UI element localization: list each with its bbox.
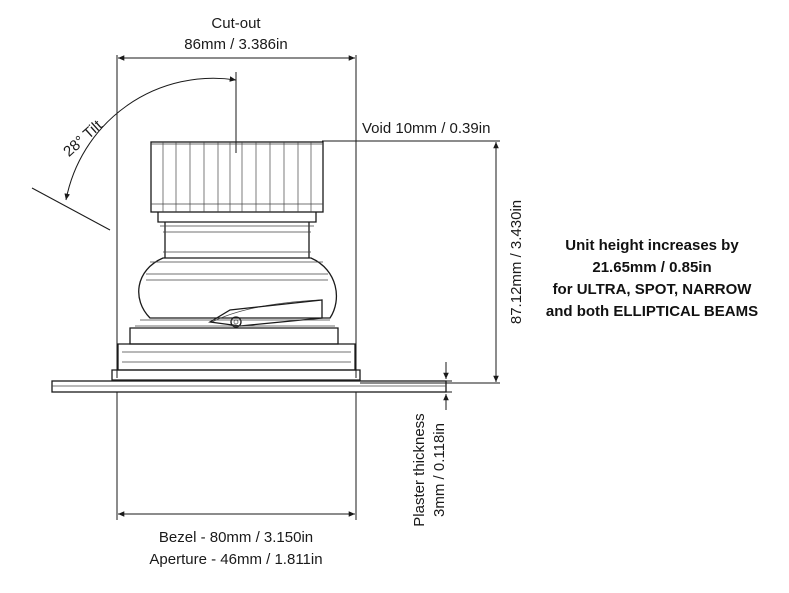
note-line-3: for ULTRA, SPOT, NARROW	[553, 281, 753, 298]
cutout-dimension: Cut-out 86mm / 3.386in	[116, 15, 357, 378]
void-dimension: Void 10mm / 0.39in	[322, 120, 500, 142]
cutout-title: Cut-out	[211, 15, 261, 32]
bezel-label: Bezel - 80mm / 3.150in	[159, 529, 313, 546]
aperture-label: Aperture - 46mm / 1.811in	[149, 551, 322, 568]
plaster-dimension: Plaster thickness 3mm / 0.118in	[411, 362, 452, 527]
height-label: 87.12mm / 3.430in	[508, 200, 525, 324]
void-label: Void 10mm / 0.39in	[362, 120, 490, 137]
note-line-1: Unit height increases by	[565, 237, 739, 254]
note-line-4: and both ELLIPTICAL BEAMS	[546, 303, 758, 320]
note-line-2: 21.65mm / 0.85in	[592, 259, 711, 276]
plaster-label-2: 3mm / 0.118in	[431, 423, 448, 517]
cutout-value: 86mm / 3.386in	[184, 36, 287, 53]
tilt-indicator: 28° Tilt	[31, 72, 237, 231]
bezel-flange: Bezel - 80mm / 3.150in Aperture - 46mm /…	[51, 380, 447, 568]
unit-height-note: Unit height increases by 21.65mm / 0.85i…	[546, 237, 758, 320]
height-dimension: 87.12mm / 3.430in	[360, 142, 525, 384]
plaster-label-1: Plaster thickness	[411, 413, 428, 526]
luminaire-body	[111, 141, 361, 381]
